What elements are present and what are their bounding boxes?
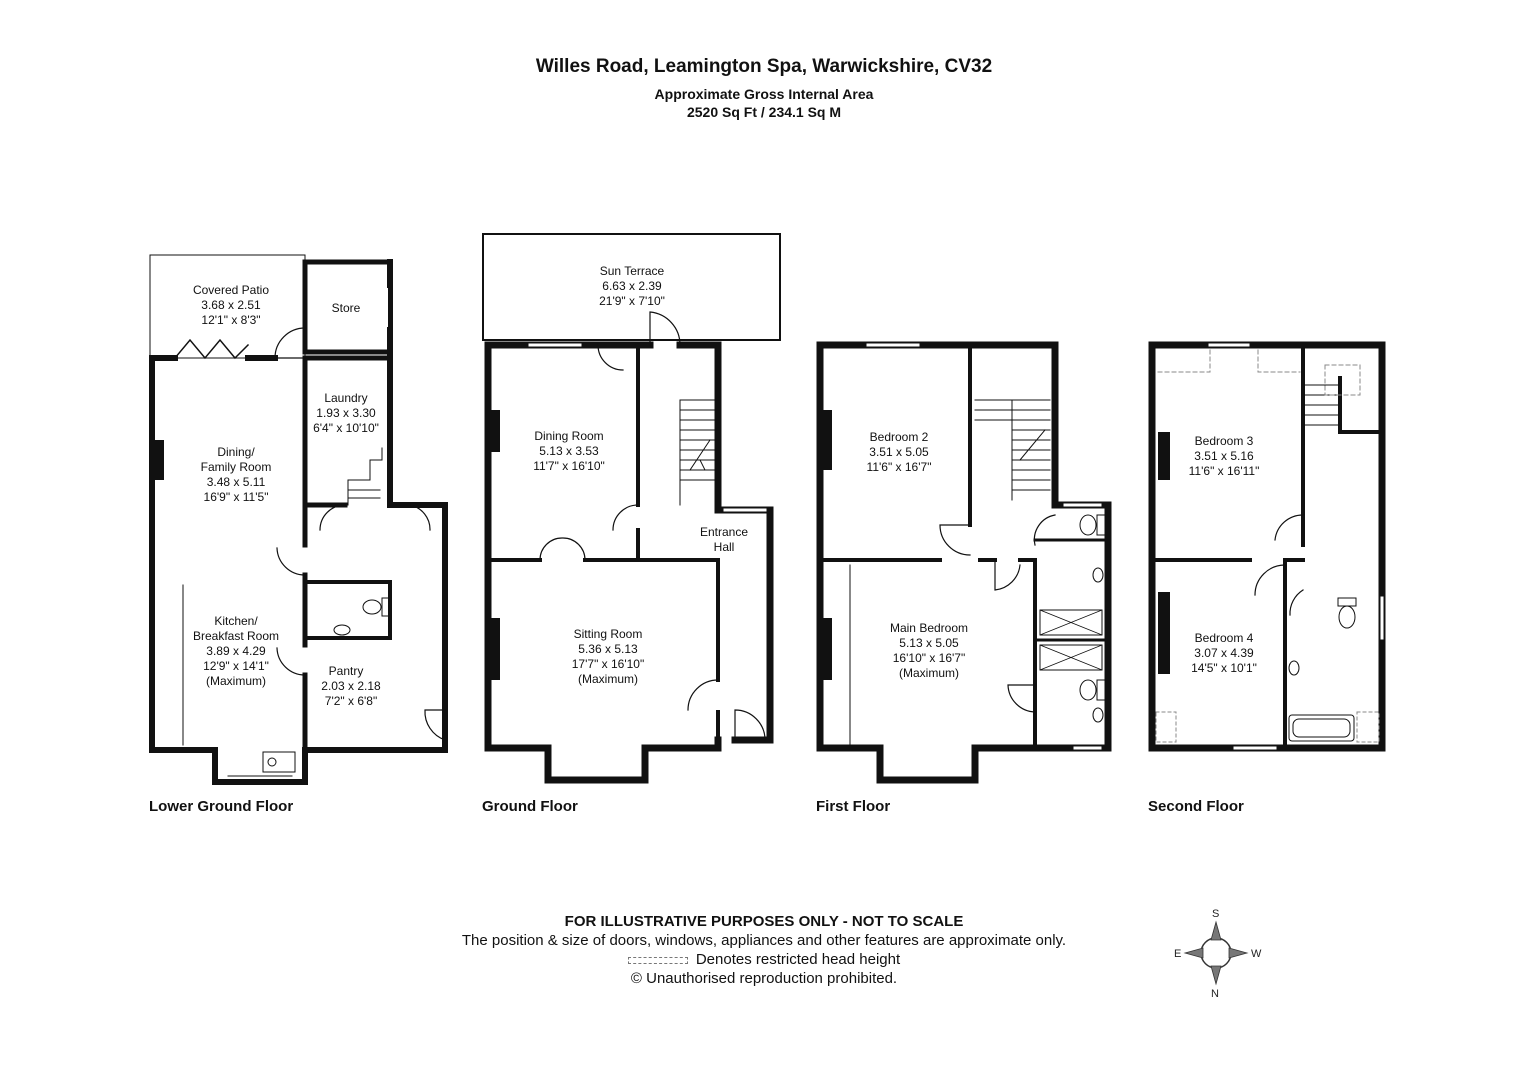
lower-ground-plan: [149, 254, 448, 785]
sitting-room-name: Sitting Room: [574, 627, 643, 641]
store-name: Store: [332, 301, 361, 315]
key-legend: Denotes restricted head height: [0, 951, 1528, 968]
area-subtitle: Approximate Gross Internal Area: [654, 86, 874, 102]
floor-label-lower-ground: Lower Ground Floor: [149, 798, 294, 815]
compass-icon: S E W N: [1174, 908, 1262, 1000]
floor-label-second: Second Floor: [1148, 798, 1244, 815]
dining-family-name: Dining/: [217, 445, 255, 459]
disclaimer: FOR ILLUSTRATIVE PURPOSES ONLY - NOT TO …: [564, 913, 964, 930]
copyright: © Unauthorised reproduction prohibited.: [630, 970, 898, 987]
second-floor-plan: [1148, 341, 1386, 752]
compass-e: E: [1174, 948, 1181, 960]
area-value: 2520 Sq Ft / 234.1 Sq M: [686, 104, 842, 120]
pantry-name: Pantry: [329, 664, 364, 678]
bedroom2-name: Bedroom 2: [870, 430, 929, 444]
dining-room-name: Dining Room: [534, 429, 603, 443]
laundry-name: Laundry: [324, 391, 367, 405]
compass-s: S: [1212, 908, 1219, 920]
disclaimer-note: The position & size of doors, windows, a…: [461, 932, 1067, 949]
floor-label-ground: Ground Floor: [482, 798, 578, 815]
floor-label-first: First Floor: [816, 798, 891, 815]
covered-patio-name: Covered Patio: [193, 283, 269, 297]
restricted-height-swatch: [627, 956, 688, 964]
key-text: Denotes restricted head height: [695, 951, 901, 968]
compass-w: W: [1251, 948, 1262, 960]
bedroom3-name: Bedroom 3: [1195, 434, 1254, 448]
bedroom4-name: Bedroom 4: [1195, 631, 1254, 645]
ground-plan: [482, 233, 781, 784]
first-floor-plan: [816, 341, 1112, 784]
kitchen-name: Kitchen/: [214, 614, 258, 628]
page-title: Willes Road, Leamington Spa, Warwickshir…: [535, 56, 993, 77]
entrance-hall-name: Entrance: [700, 525, 748, 539]
sun-terrace-name: Sun Terrace: [600, 264, 665, 278]
compass-n: N: [1211, 988, 1219, 1000]
main-bedroom-name: Main Bedroom: [890, 621, 968, 635]
